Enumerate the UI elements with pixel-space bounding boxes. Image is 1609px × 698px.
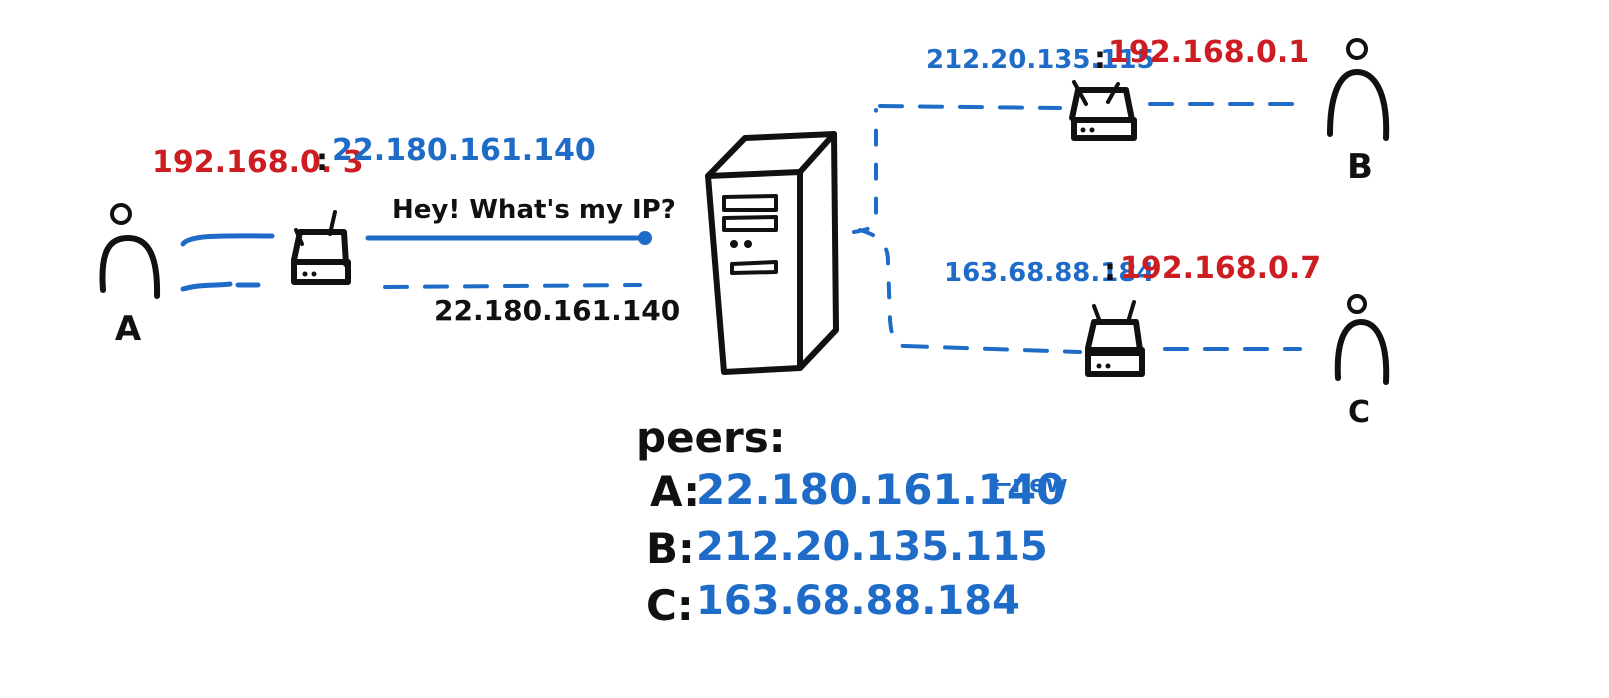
server-icon	[705, 131, 839, 375]
peer-list-name: A:	[650, 467, 700, 516]
peer-list-title: peers:	[636, 413, 786, 462]
request-arrow-head	[638, 231, 652, 245]
link-router-b-left	[878, 104, 1062, 110]
peer-list-name: B:	[646, 524, 695, 573]
router-c-icon	[1085, 300, 1145, 377]
a-separator: :	[316, 143, 328, 178]
peer-list-ip: 163.68.88.184	[696, 578, 1020, 624]
b-public-ip: 212.20.135.115	[926, 45, 1155, 75]
c-local-ip: 192.168.0.7	[1120, 251, 1321, 286]
b-local-ip: 192.168.0.1	[1108, 35, 1309, 70]
peer-list-note: ←new	[992, 470, 1068, 498]
router-a-icon	[291, 210, 351, 285]
person-c-icon	[1334, 294, 1390, 385]
request-message: Hey! What's my IP?	[392, 195, 676, 225]
peer-list-name: C:	[646, 581, 694, 630]
link-a-router-back-1	[180, 281, 233, 292]
peer-list-ip: 212.20.135.115	[696, 524, 1048, 570]
a-public-ip: 22.180.161.140	[332, 133, 596, 168]
person-c-label: C	[1348, 395, 1370, 430]
b-separator: :	[1094, 41, 1106, 76]
person-b-icon	[1327, 38, 1390, 141]
person-a-label: A	[115, 309, 142, 349]
link-a-router-out	[180, 233, 275, 247]
peer-list-ip: 22.180.161.140	[696, 465, 1065, 514]
c-separator: :	[1104, 253, 1116, 288]
response-ip: 22.180.161.140	[434, 294, 680, 327]
router-b-icon	[1069, 80, 1137, 141]
link-router-c-left	[903, 344, 1082, 354]
c-public-ip: 163.68.88.184	[944, 258, 1155, 288]
link-server-c	[858, 228, 907, 348]
person-a-icon	[99, 203, 161, 299]
a-local-ip: 192.168.0. 3	[152, 145, 364, 180]
response-line	[383, 283, 642, 289]
person-b-label: B	[1347, 147, 1373, 187]
link-server-b	[852, 108, 878, 234]
